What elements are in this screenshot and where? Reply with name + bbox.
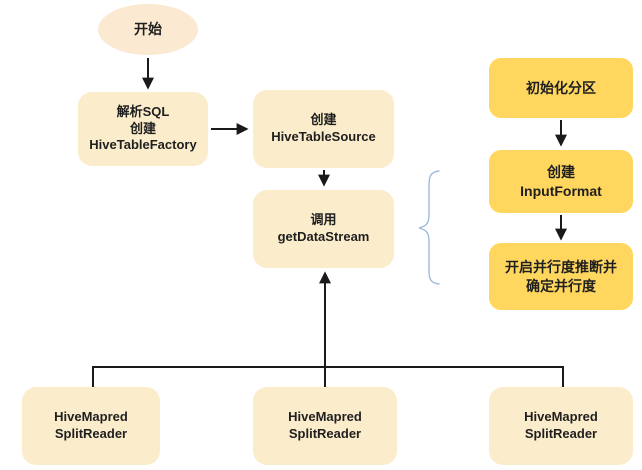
node-parse-sql: 解析SQL 创建 HiveTableFactory <box>78 92 208 166</box>
node-split-reader-1-line1: HiveMapred <box>54 409 128 425</box>
node-split-reader-1: HiveMapred SplitReader <box>22 387 160 465</box>
node-parallelism-line2: 确定并行度 <box>526 277 596 294</box>
node-split-reader-3-line1: HiveMapred <box>524 409 598 425</box>
node-create-table-source: 创建 HiveTableSource <box>253 90 394 168</box>
node-split-reader-3: HiveMapred SplitReader <box>489 387 633 465</box>
node-parallelism: 开启并行度推断并 确定并行度 <box>489 243 633 310</box>
node-start: 开始 <box>98 4 198 55</box>
node-split-reader-2: HiveMapred SplitReader <box>253 387 397 465</box>
node-parse-sql-line3: HiveTableFactory <box>89 137 197 153</box>
node-create-table-source-line2: HiveTableSource <box>271 129 376 144</box>
node-create-input-format-line1: 创建 <box>547 164 575 181</box>
node-split-reader-3-line2: SplitReader <box>524 426 598 441</box>
node-start-label: 开始 <box>134 21 162 38</box>
node-create-input-format-line2: InputFormat <box>520 182 602 199</box>
node-split-reader-2-line2: SplitReader <box>288 426 362 441</box>
node-parse-sql-line2: 创建 <box>129 120 156 136</box>
node-init-partition-line1: 初始化分区 <box>526 79 596 96</box>
node-get-data-stream-line2: getDataStream <box>277 229 370 244</box>
node-get-data-stream-line1: 调用 <box>310 212 337 228</box>
node-create-input-format: 创建 InputFormat <box>489 150 633 213</box>
node-create-table-source-line1: 创建 <box>310 112 337 128</box>
node-split-reader-1-line2: SplitReader <box>54 426 128 441</box>
node-split-reader-2-line1: HiveMapred <box>288 409 362 425</box>
node-parallelism-line1: 开启并行度推断并 <box>505 259 617 276</box>
curly-brace <box>418 170 440 285</box>
node-get-data-stream: 调用 getDataStream <box>253 190 394 268</box>
node-init-partition: 初始化分区 <box>489 58 633 118</box>
node-parse-sql-line1: 解析SQL <box>116 103 170 119</box>
